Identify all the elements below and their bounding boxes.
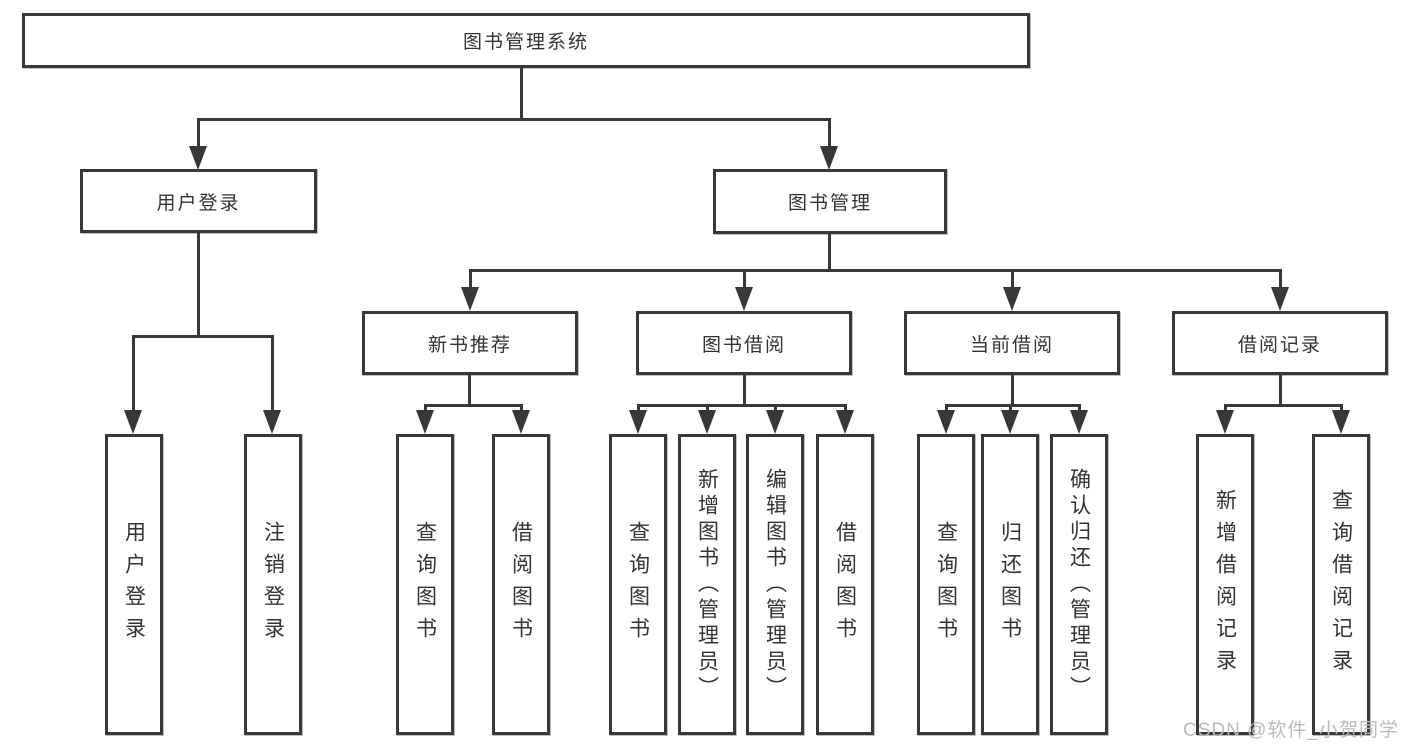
- node-label: 用户登录: [156, 192, 241, 214]
- leaf-query-books-current: 查询图书: [917, 434, 975, 735]
- node-label: 查询图书: [413, 520, 437, 649]
- node-borrowing-records: 借阅记录: [1172, 311, 1388, 375]
- connector-drop-leaf-logout: [271, 335, 274, 411]
- arrowhead: [1001, 410, 1019, 434]
- connector-drop: [1078, 404, 1081, 414]
- leaf-borrow-books: 借阅图书: [816, 434, 874, 735]
- connector-drop: [706, 404, 709, 414]
- csdn-watermark: CSDN @软件_小贺同学: [1183, 720, 1399, 741]
- node-label: 注销登录: [261, 520, 285, 649]
- connector-drop: [1340, 404, 1343, 414]
- connector-drop-book-mgmt: [828, 118, 831, 148]
- connector-user-login-stub: [197, 233, 200, 337]
- arrowhead: [836, 410, 854, 434]
- leaf-logout-login: 注销登录: [244, 434, 302, 735]
- connector-drop: [1009, 404, 1012, 414]
- connector-recommend-stub: [468, 375, 471, 406]
- connector-bus-current: [945, 404, 1081, 407]
- node-user-login: 用户登录: [80, 169, 317, 233]
- arrowhead: [416, 410, 434, 434]
- node-label: 借阅图书: [833, 520, 857, 649]
- arrowhead-borrow: [735, 287, 753, 311]
- arrowhead: [1332, 410, 1350, 434]
- arrowhead: [629, 410, 647, 434]
- arrowhead-records: [1271, 287, 1289, 311]
- arrowhead: [1070, 410, 1088, 434]
- connector-drop-user-login: [197, 118, 200, 148]
- node-root-library-system: 图书管理系统: [22, 13, 1030, 68]
- connector-drop-records: [1279, 269, 1282, 289]
- node-label: 用户登录: [122, 520, 146, 649]
- node-label: 图书借阅: [701, 334, 786, 356]
- connector-drop: [774, 404, 777, 414]
- connector-bus-user-login: [132, 335, 274, 338]
- connector-drop: [424, 404, 427, 414]
- connector-drop-borrow: [743, 269, 746, 289]
- node-label: 图书管理系统: [462, 32, 589, 53]
- node-current-borrowing: 当前借阅: [904, 311, 1120, 375]
- arrowhead-current: [1003, 287, 1021, 311]
- node-label: 当前借阅: [969, 334, 1054, 356]
- leaf-confirm-return-admin: 确认归还（管理员）: [1050, 434, 1108, 735]
- arrowhead: [698, 410, 716, 434]
- arrowhead-user-login: [189, 146, 207, 170]
- connector-bus-level2: [197, 118, 831, 121]
- arrowhead-leaf-logout: [263, 410, 281, 434]
- node-label: 查询借阅记录: [1329, 488, 1353, 681]
- connector-drop: [1224, 404, 1227, 414]
- connector-bus-recommend: [424, 404, 523, 407]
- arrowhead: [1216, 410, 1234, 434]
- node-label: 借阅记录: [1237, 334, 1322, 356]
- connector-drop-current: [1011, 269, 1014, 289]
- connector-borrow-stub: [743, 375, 746, 406]
- leaf-return-books: 归还图书: [981, 434, 1039, 735]
- node-label: 确认归还（管理员）: [1067, 467, 1091, 702]
- arrowhead-recommend: [461, 287, 479, 311]
- connector-drop: [520, 404, 523, 414]
- arrowhead: [766, 410, 784, 434]
- leaf-edit-books-admin: 编辑图书（管理员）: [746, 434, 804, 735]
- arrowhead: [512, 410, 530, 434]
- node-label: 归还图书: [998, 520, 1022, 649]
- arrowhead-book-mgmt: [820, 146, 838, 170]
- node-label: 新增图书（管理员）: [695, 467, 719, 702]
- node-label: 查询图书: [934, 520, 958, 649]
- connector-drop: [844, 404, 847, 414]
- leaf-borrow-books-recommend: 借阅图书: [492, 434, 550, 735]
- node-label: 新书推荐: [427, 334, 512, 356]
- connector-drop: [945, 404, 948, 414]
- connector-records-stub: [1279, 375, 1282, 406]
- node-new-book-recommend: 新书推荐: [362, 311, 578, 375]
- node-label: 借阅图书: [509, 520, 533, 649]
- leaf-query-books-recommend: 查询图书: [396, 434, 454, 735]
- connector-drop-leaf-login: [132, 335, 135, 411]
- arrowhead: [937, 410, 955, 434]
- leaf-query-books-borrow: 查询图书: [609, 434, 667, 735]
- node-book-management: 图书管理: [713, 169, 947, 234]
- node-label: 查询图书: [626, 520, 650, 649]
- leaf-add-books-admin: 新增图书（管理员）: [678, 434, 736, 735]
- node-label: 新增借阅记录: [1213, 488, 1237, 681]
- connector-bus-level3: [469, 269, 1282, 272]
- node-book-borrowing: 图书借阅: [636, 311, 852, 375]
- node-label: 图书管理: [787, 193, 872, 214]
- connector-current-stub: [1011, 375, 1014, 406]
- arrowhead-leaf-login: [124, 410, 142, 434]
- connector-root-stub: [520, 68, 523, 118]
- connector-book-mgmt-stub: [828, 234, 831, 271]
- connector-drop-recommend: [469, 269, 472, 289]
- leaf-query-borrow-record: 查询借阅记录: [1312, 434, 1370, 735]
- leaf-user-login: 用户登录: [105, 434, 163, 735]
- leaf-add-borrow-record: 新增借阅记录: [1196, 434, 1254, 735]
- connector-bus-borrow: [637, 404, 847, 407]
- connector-bus-records: [1224, 404, 1343, 407]
- node-label: 编辑图书（管理员）: [763, 467, 787, 702]
- connector-drop: [637, 404, 640, 414]
